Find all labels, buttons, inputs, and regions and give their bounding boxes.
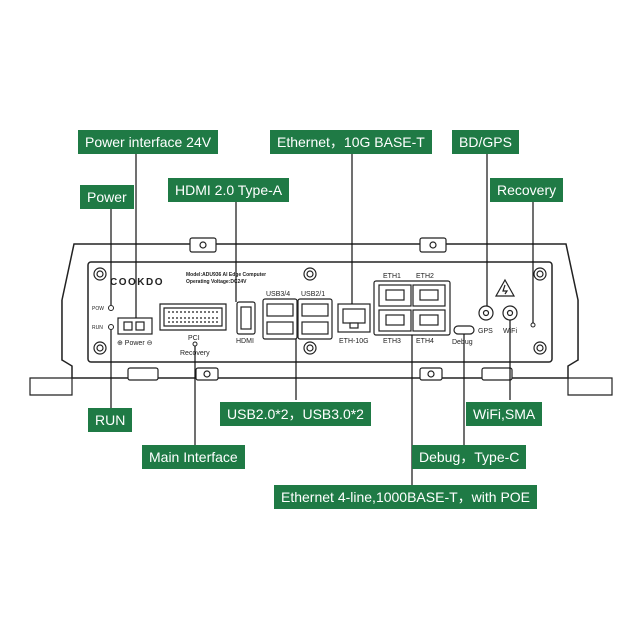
callout-wifi: WiFi,SMA <box>466 402 543 426</box>
brand-logo: COOKDO <box>110 277 164 288</box>
leader-lines <box>102 152 534 487</box>
callout-debug: Debug，Type-C <box>412 445 527 469</box>
callout-run: RUN <box>88 408 133 432</box>
power-connector-label: ⊕ Power ⊖ <box>117 340 153 347</box>
callout-power-interface: Power interface 24V <box>78 130 219 154</box>
run-led-label: RUN <box>92 325 103 331</box>
callout-hdmi: HDMI 2.0 Type-A <box>168 178 290 202</box>
gps-antenna-port <box>478 305 494 321</box>
panel-screws <box>93 267 547 355</box>
eth1-label: ETH1 <box>383 273 401 280</box>
recovery-button-hole <box>530 322 536 328</box>
eth2-label: ETH2 <box>416 273 434 280</box>
hdmi-label: HDMI <box>236 338 254 345</box>
usb34-label: USB3/4 <box>266 291 290 298</box>
eth-10g-label: ETH-10G <box>339 338 369 345</box>
callout-power: Power <box>80 185 134 209</box>
power-connector <box>117 317 153 335</box>
pow-led <box>108 305 114 311</box>
run-led <box>108 324 114 330</box>
pow-led-label: POW <box>92 306 104 312</box>
callout-usb: USB2.0*2，USB3.0*2 <box>220 402 371 426</box>
eth-quad-ports <box>373 280 451 336</box>
bottom-lugs <box>127 367 513 381</box>
voltage-text: Operating Voltage:DC24V <box>186 279 247 285</box>
usb21-label: USB2/1 <box>301 291 325 298</box>
pci-label: PCI <box>188 335 200 342</box>
callout-recovery: Recovery <box>490 178 564 202</box>
eth-10g-port <box>337 303 371 333</box>
gps-label: GPS <box>478 328 493 335</box>
eth4-label: ETH4 <box>416 338 434 345</box>
hdmi-port <box>236 301 256 335</box>
eth3-label: ETH3 <box>383 338 401 345</box>
warning-icon <box>494 278 516 297</box>
callout-ethernet-10g: Ethernet，10G BASE-T <box>270 130 432 154</box>
pci-connector <box>159 303 227 331</box>
wifi-antenna-port <box>502 305 518 321</box>
top-lugs <box>189 237 447 253</box>
debug-typec-port <box>453 325 475 335</box>
debug-label: Debug <box>452 339 473 346</box>
callout-main-interface: Main Interface <box>142 445 245 469</box>
callout-bd-gps: BD/GPS <box>452 130 519 154</box>
recovery-pinhole <box>192 341 198 347</box>
usb-ports <box>262 298 333 340</box>
callout-ethernet-poe: Ethernet 4-line,1000BASE-T，with POE <box>274 485 538 509</box>
model-text: Model:ADU936 AI Edge Computer <box>186 272 266 278</box>
